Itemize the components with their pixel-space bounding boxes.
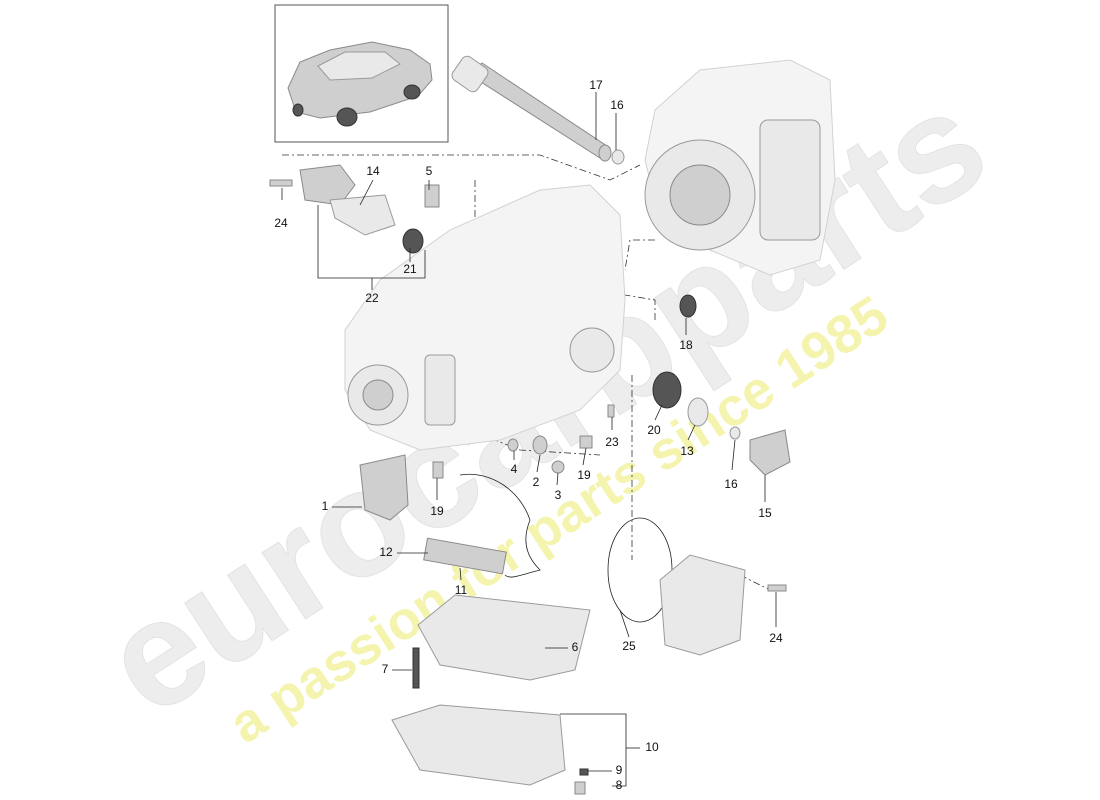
drain-plug-icon <box>574 781 586 795</box>
callout-22: 22 <box>365 291 379 305</box>
transmission-housing-rear <box>644 59 836 276</box>
callout-13: 13 <box>680 444 694 458</box>
callout-15: 15 <box>758 506 772 520</box>
callout-24-top: 24 <box>274 216 288 230</box>
circlip-icon <box>611 149 625 165</box>
wiring-harness-icon <box>459 473 541 578</box>
gasket-icon <box>329 194 396 236</box>
callout-7: 7 <box>382 662 389 676</box>
callout-14: 14 <box>366 164 380 178</box>
callout-10: 10 <box>645 740 659 754</box>
cover-icon <box>659 554 746 656</box>
gearbox-housing <box>344 184 626 451</box>
heat-shield-icon <box>359 454 409 521</box>
ring-icon <box>687 397 709 427</box>
callout-12: 12 <box>379 545 393 559</box>
callout-21: 21 <box>403 262 417 276</box>
bolt-icon <box>269 179 293 187</box>
bolt-icon <box>607 404 615 418</box>
callout-17: 17 <box>589 78 603 92</box>
callout-23: 23 <box>605 435 619 449</box>
circlip-icon <box>729 426 741 440</box>
drain-plug-icon <box>579 435 593 449</box>
shaft-seal-icon <box>679 294 697 318</box>
callout-9: 9 <box>616 763 623 777</box>
callout-20: 20 <box>647 423 661 437</box>
sensor-icon <box>532 435 548 455</box>
callouts: 17 16 5 14 24 21 22 18 20 13 16 15 23 4 … <box>274 78 783 792</box>
callout-4: 4 <box>511 462 518 476</box>
callout-16-top: 16 <box>610 98 624 112</box>
vehicle-thumbnail <box>274 4 449 143</box>
connector-strip-icon <box>423 537 507 575</box>
plug-icon <box>507 438 519 452</box>
valve-body-icon <box>417 594 591 681</box>
shaft-seal-icon <box>402 228 424 254</box>
callout-1: 1 <box>322 499 329 513</box>
callout-25: 25 <box>622 639 636 653</box>
drain-plug-icon <box>432 461 444 479</box>
flange-shaft-icon <box>749 429 791 476</box>
oil-pan-icon <box>391 704 566 786</box>
callout-16-bottom: 16 <box>724 477 738 491</box>
bolt-icon <box>412 647 420 689</box>
bearing-icon <box>652 371 682 409</box>
callout-18: 18 <box>679 338 693 352</box>
drive-shaft <box>451 55 612 162</box>
small-parts <box>269 149 791 795</box>
callout-2: 2 <box>533 475 540 489</box>
bolt-icon <box>579 768 589 776</box>
washer-icon <box>551 460 565 474</box>
bolt-icon <box>767 584 787 592</box>
sensor-icon <box>424 184 440 208</box>
callout-8: 8 <box>616 778 623 792</box>
callout-5: 5 <box>426 164 433 178</box>
callout-24-bottom: 24 <box>769 631 783 645</box>
callout-6: 6 <box>572 640 579 654</box>
callout-11: 11 <box>455 583 468 597</box>
car-wheel-icon <box>336 107 358 127</box>
callout-19-right: 19 <box>577 468 591 482</box>
callout-3: 3 <box>555 488 562 502</box>
leader-lines <box>281 92 777 787</box>
callout-19-left: 19 <box>430 504 444 518</box>
flange-housing-icon <box>299 164 356 206</box>
